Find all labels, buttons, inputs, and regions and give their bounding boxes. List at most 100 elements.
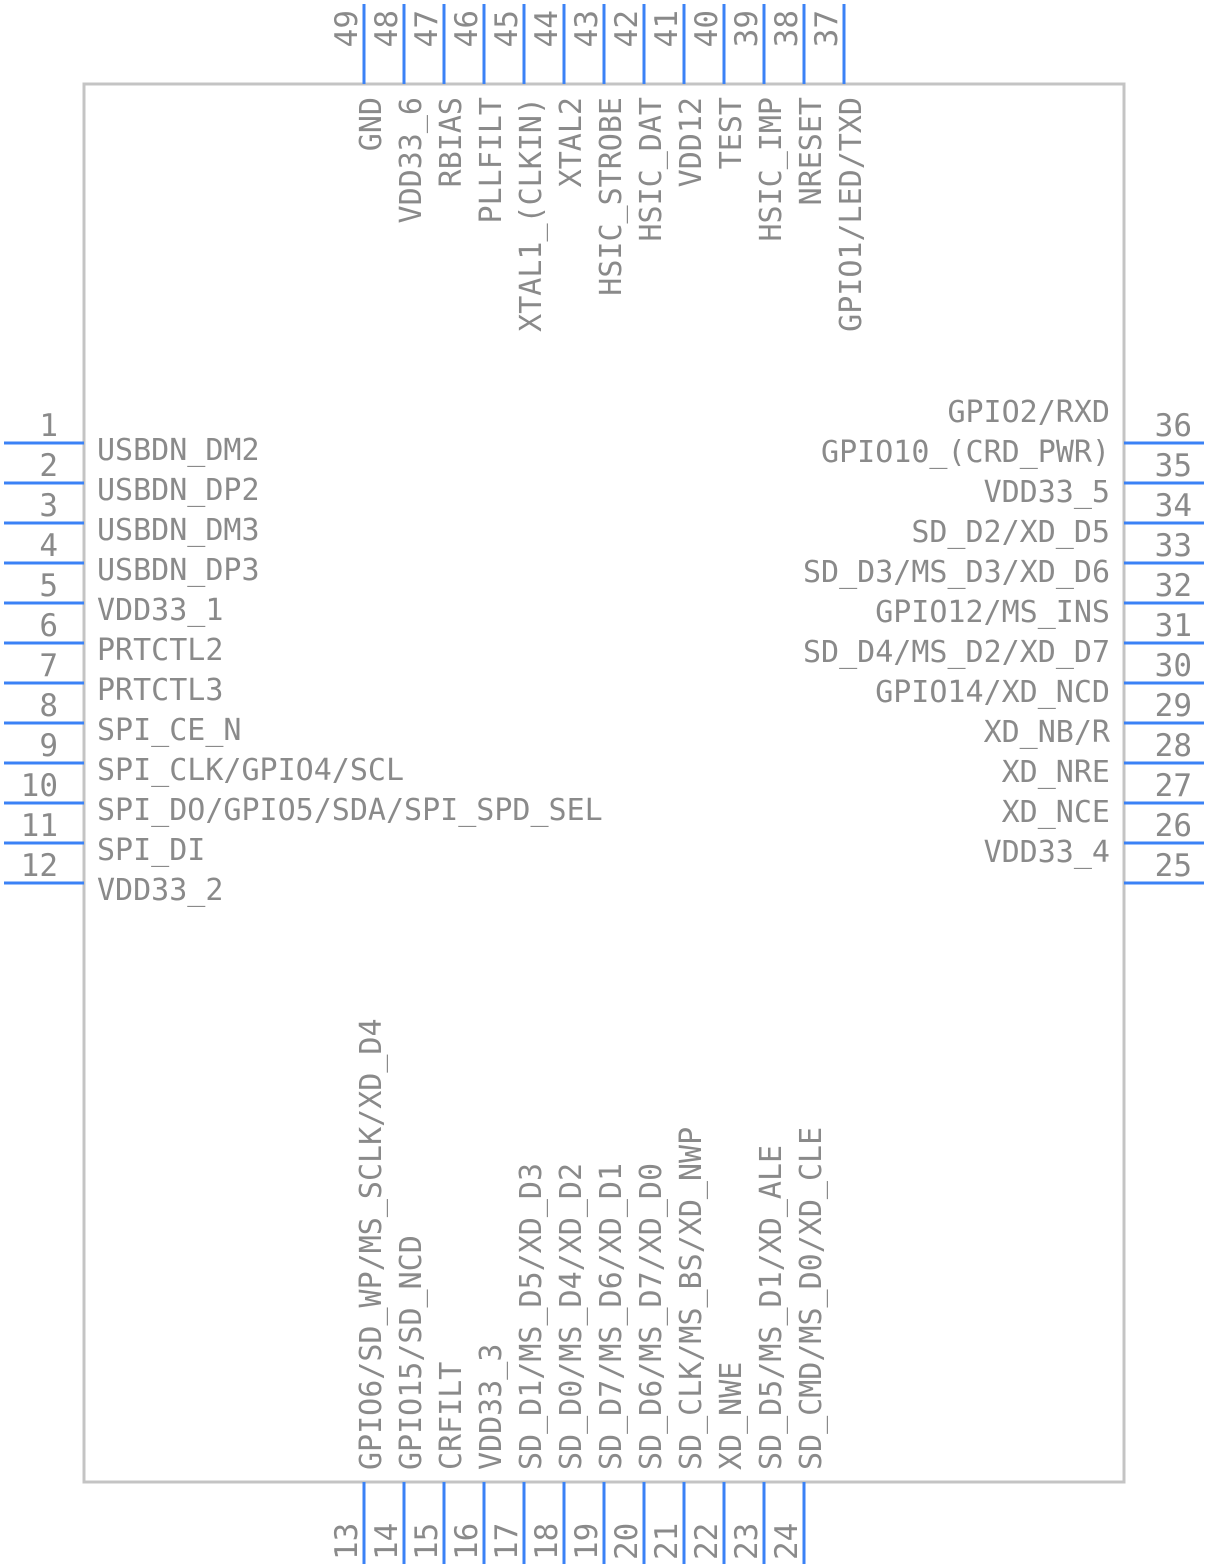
pin-label: XD_NCE (1002, 795, 1110, 830)
pin-label: VDD12 (674, 97, 709, 187)
pin-label: VDD33_5 (984, 475, 1110, 510)
pin-number: 13 (329, 1523, 365, 1560)
pin-label: USBDN_DM3 (97, 513, 260, 548)
pin-17[interactable]: 17 SD_D1/MS_D5/XD_D3 (489, 1163, 549, 1564)
pin-label: SD_CLK/MS_BS/XD_NWP (674, 1127, 709, 1470)
pin-number: 39 (729, 10, 765, 47)
pin-number: 10 (21, 768, 58, 804)
pin-label: SD_D4/MS_D2/XD_D7 (803, 635, 1110, 670)
pin-number: 20 (609, 1523, 645, 1560)
pin-29[interactable]: 29 GPIO14/XD_NCD (875, 675, 1204, 725)
pin-label: VDD33_3 (474, 1344, 509, 1470)
pin-number: 43 (569, 10, 605, 47)
pin-15[interactable]: 15 CRFILT (409, 1362, 469, 1564)
pin-36[interactable]: 36 GPIO2/RXD (947, 395, 1204, 445)
pin-number: 45 (489, 10, 525, 47)
pin-number: 44 (529, 10, 565, 47)
pin-number: 34 (1155, 488, 1192, 524)
pin-label: CRFILT (434, 1362, 469, 1470)
pin-number: 29 (1155, 688, 1192, 724)
pin-number: 35 (1155, 448, 1192, 484)
pin-number: 47 (409, 10, 445, 47)
pin-label: PRTCTL3 (97, 673, 223, 708)
pin-label: HSIC_IMP (754, 97, 789, 242)
pin-number: 27 (1155, 768, 1192, 804)
pin-number: 12 (21, 848, 58, 884)
pin-label: SD_D7/MS_D6/XD_D1 (594, 1163, 629, 1470)
pin-label: SPI_DI (97, 833, 205, 868)
pin-label: SPI_DO/GPIO5/SDA/SPI_SPD_SEL (97, 793, 603, 828)
pin-label: PRTCTL2 (97, 633, 223, 668)
pin-number: 48 (369, 10, 405, 47)
pin-label: NRESET (794, 97, 829, 205)
pin-number: 36 (1155, 408, 1192, 444)
pin-label: SD_D1/MS_D5/XD_D3 (514, 1163, 549, 1470)
pin-label: SD_D2/XD_D5 (911, 515, 1110, 550)
pin-number: 38 (769, 10, 805, 47)
pin-label: VDD33_4 (984, 835, 1110, 870)
pin-label: HSIC_STROBE (594, 97, 629, 296)
pin-label: VDD33_6 (394, 97, 429, 223)
pin-number: 28 (1155, 728, 1192, 764)
pin-label: USBDN_DM2 (97, 433, 260, 468)
pin-label: GPIO14/XD_NCD (875, 675, 1110, 710)
pin-number: 2 (39, 448, 58, 484)
pin-number: 6 (39, 608, 58, 644)
pin-label: SD_CMD/MS_D0/XD_CLE (794, 1127, 829, 1470)
pin-number: 15 (409, 1523, 445, 1560)
pin-label: GPIO12/MS_INS (875, 595, 1110, 630)
pin-34[interactable]: 34 VDD33_5 (984, 475, 1204, 525)
pin-label: GPIO2/RXD (947, 395, 1110, 430)
pin-label: HSIC_DAT (634, 97, 669, 242)
pin-number: 17 (489, 1523, 525, 1560)
pin-label: SD_D0/MS_D4/XD_D2 (554, 1163, 589, 1470)
pin-number: 5 (39, 568, 58, 604)
pin-number: 42 (609, 10, 645, 47)
